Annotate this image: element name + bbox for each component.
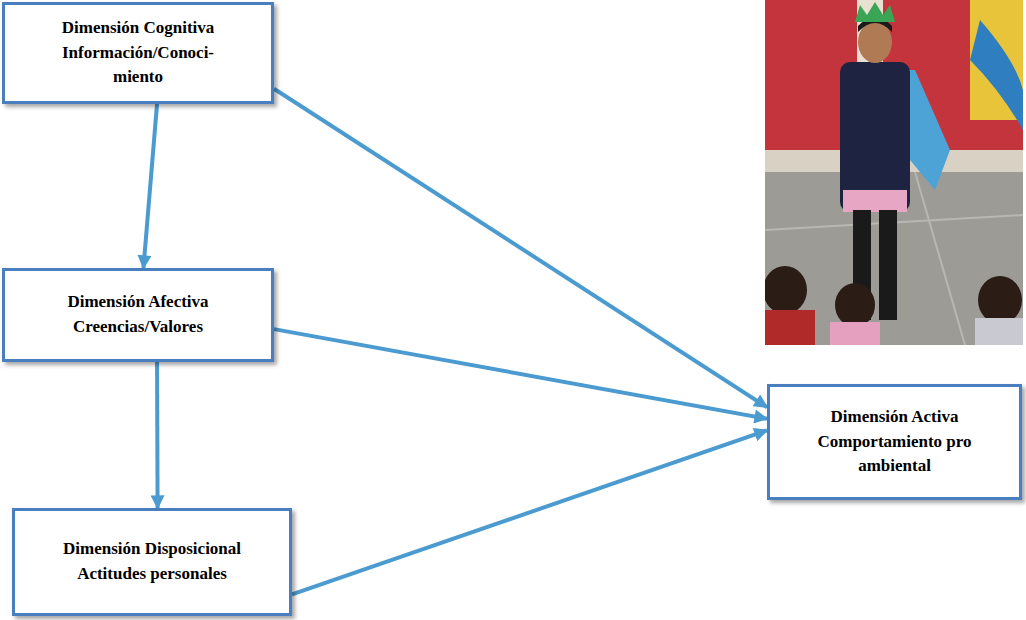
dimension-box: Dimensión ActivaComportamiento pro ambie… <box>767 384 1022 500</box>
arrow-connector <box>143 104 157 268</box>
arrow-connector <box>155 362 160 508</box>
child-body <box>765 310 815 345</box>
box-body: Comportamiento pro ambiental <box>800 430 990 479</box>
box-body: Actitudes personales <box>77 562 227 587</box>
child-body <box>830 322 880 345</box>
box-heading: Dimensión Activa <box>831 405 959 430</box>
floor-line <box>915 172 965 345</box>
child-head <box>765 266 807 314</box>
arrow-connector <box>292 430 767 594</box>
dimension-box: Dimensión DisposicionalActitudes persona… <box>12 508 292 616</box>
arrow-connector <box>274 89 767 408</box>
leg <box>879 210 897 320</box>
child-body <box>975 318 1023 345</box>
arrow-connector <box>274 329 767 419</box>
box-heading: Dimensión Cognitiva <box>62 16 215 41</box>
box-body: Creencias/Valores <box>73 315 203 340</box>
photo-illustration <box>765 0 1023 345</box>
child-head <box>978 276 1022 324</box>
box-heading: Dimensión Disposicional <box>63 537 241 562</box>
apron <box>840 62 910 212</box>
slide-blue <box>970 20 1023 130</box>
crown <box>855 2 895 22</box>
dimension-box: Dimensión CognitivaInformación/Conoci- m… <box>2 2 274 104</box>
box-body: Información/Conoci- miento <box>51 41 226 90</box>
child-head <box>835 283 875 327</box>
dimension-box: Dimensión AfectivaCreencias/Valores <box>2 268 274 362</box>
apron-frill <box>843 190 907 212</box>
box-heading: Dimensión Afectiva <box>67 290 208 315</box>
